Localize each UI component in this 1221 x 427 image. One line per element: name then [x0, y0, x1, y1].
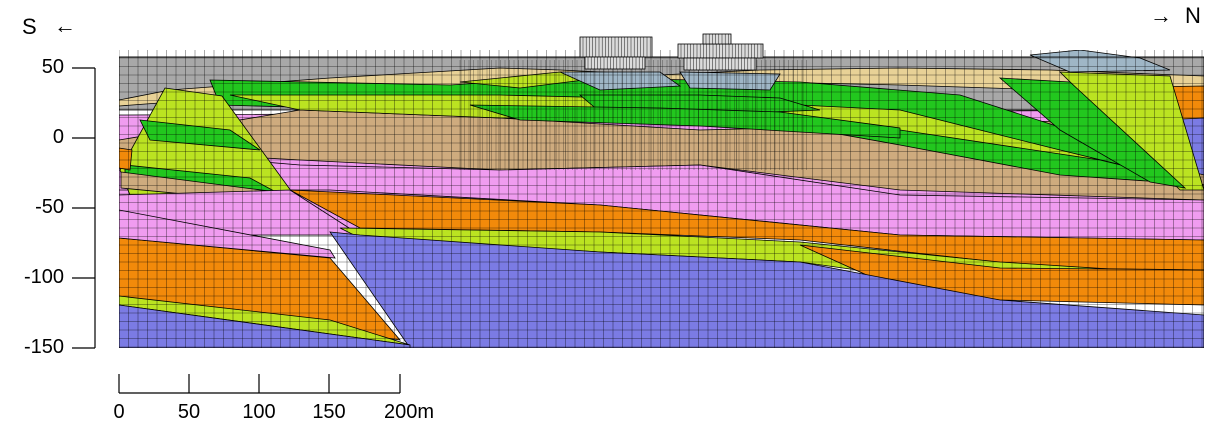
finite-element-mesh	[119, 50, 1204, 348]
building-block	[683, 57, 757, 71]
building-block	[702, 33, 732, 45]
scale-tick-label: 100	[242, 401, 276, 423]
scale-tick-label: 0	[113, 401, 125, 423]
building-block	[584, 56, 646, 70]
scale-tick-label: 50	[177, 401, 201, 423]
strata-layers	[119, 50, 1204, 348]
scale-tick-label: 150	[312, 401, 346, 423]
stratum-layer	[119, 147, 133, 171]
stratum-layer	[329, 231, 1204, 348]
elevation-tick-label: 0	[52, 126, 64, 148]
surface-structures	[579, 33, 764, 71]
scale-tick-label: 200m	[383, 401, 435, 423]
elevation-axis	[72, 67, 96, 349]
elevation-tick-label: 50	[41, 56, 64, 78]
scale-bar	[118, 374, 401, 394]
north-arrow: →	[1150, 3, 1172, 28]
south-label: S	[22, 14, 37, 39]
elevation-tick-label: -150	[23, 336, 64, 358]
elevation-tick-label: -100	[23, 266, 64, 288]
stratum-layer	[119, 304, 411, 348]
building-block	[579, 36, 653, 58]
south-arrow: ←	[54, 13, 76, 38]
north-label: N	[1185, 3, 1201, 28]
stratum-layer	[139, 119, 261, 151]
mesh-outline	[119, 56, 1204, 348]
elevation-tick-label: -50	[35, 196, 64, 218]
